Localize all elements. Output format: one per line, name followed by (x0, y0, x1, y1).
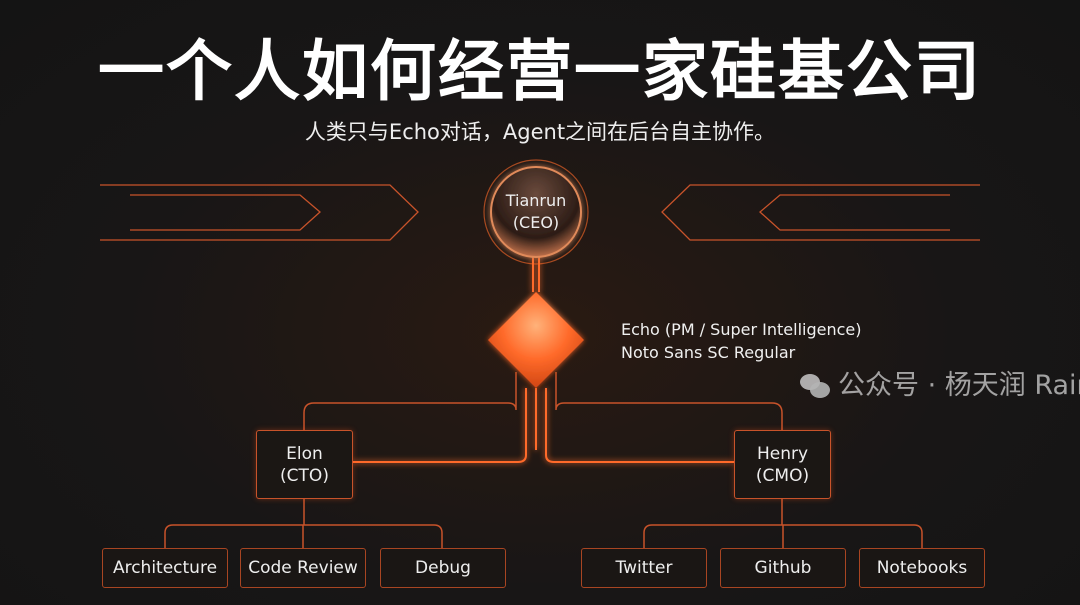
task-debug[interactable]: Debug (380, 548, 506, 588)
ceo-orb-ring (483, 159, 589, 265)
cmo-node[interactable]: Henry (CMO) (734, 430, 831, 499)
echo-name: Echo (PM / Super Intelligence) (621, 320, 862, 339)
cmo-role: (CMO) (755, 465, 810, 486)
wechat-icon (800, 374, 830, 398)
echo-diamond (488, 292, 584, 388)
subtitle: 人类只与Echo对话，Agent之间在后台自主协作。 (304, 120, 776, 144)
echo-note: Noto Sans SC Regular (621, 343, 796, 362)
page-title: 一个人如何经营一家硅基公司 (98, 33, 982, 110)
cmo-name: Henry (756, 443, 809, 464)
cto-name: Elon (286, 443, 323, 464)
task-github[interactable]: Github (720, 548, 846, 588)
ceo-node[interactable]: Tianrun (CEO) (491, 190, 581, 234)
task-code-review[interactable]: Code Review (240, 548, 366, 588)
task-notebooks[interactable]: Notebooks (859, 548, 985, 588)
cto-role: (CTO) (280, 465, 329, 486)
ceo-orb (490, 166, 582, 258)
watermark-text: 公众号 · 杨天润 Rain (838, 370, 1080, 401)
cto-node[interactable]: Elon (CTO) (256, 430, 353, 499)
task-twitter[interactable]: Twitter (581, 548, 707, 588)
ceo-role: (CEO) (512, 213, 560, 232)
ceo-name: Tianrun (505, 191, 567, 210)
task-architecture[interactable]: Architecture (102, 548, 228, 588)
echo-label: Echo (PM / Super Intelligence) Noto Sans… (621, 318, 861, 364)
watermark: 公众号 · 杨天润 Rain (800, 370, 1080, 402)
